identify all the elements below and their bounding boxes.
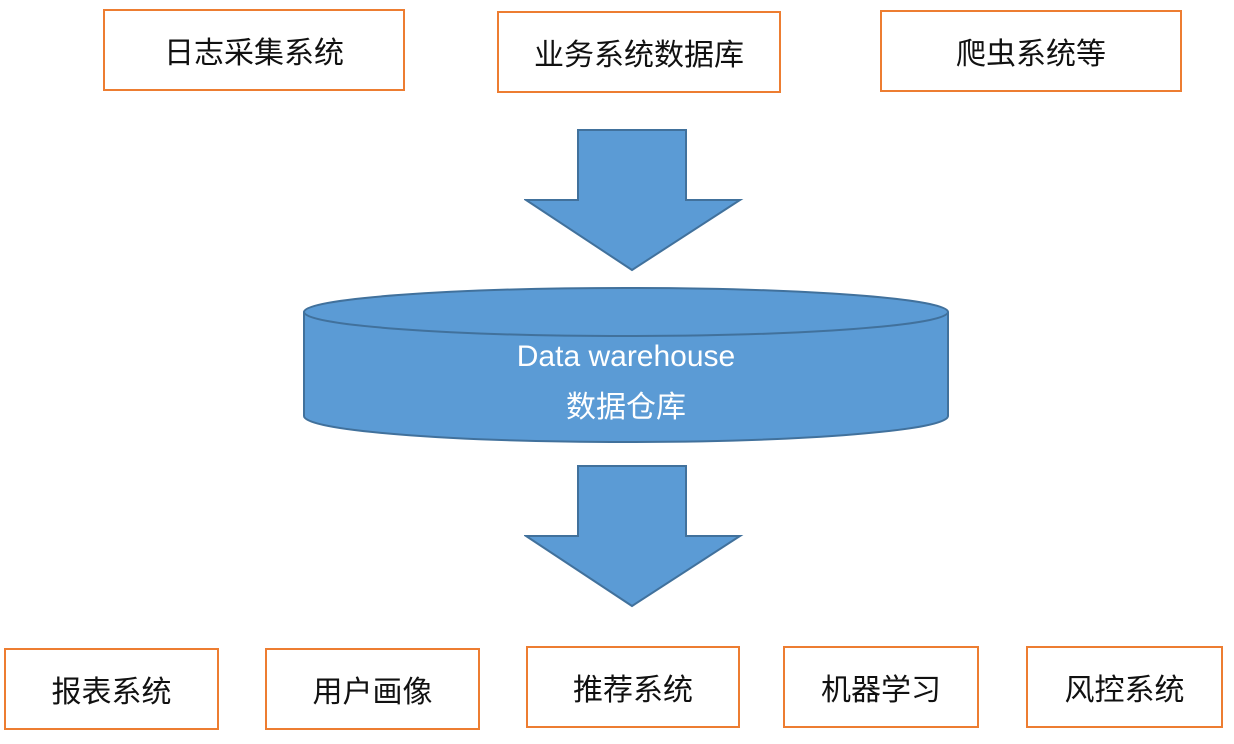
warehouse-title-en: Data warehouse (516, 340, 736, 373)
consumer-box-reporting: 报表系统 (4, 648, 219, 730)
consumer-box-machine-learning: 机器学习 (783, 646, 979, 728)
data-warehouse-cylinder-icon (303, 287, 949, 443)
down-arrow-icon-bottom (524, 465, 744, 608)
source-box-label: 业务系统数据库 (534, 38, 744, 73)
consumer-box-label: 报表系统 (51, 675, 172, 710)
source-box-crawler: 爬虫系统等 (880, 10, 1182, 92)
warehouse-title-zh: 数据仓库 (566, 390, 686, 425)
source-box-business-db: 业务系统数据库 (497, 11, 781, 93)
down-arrow-icon-top (524, 129, 744, 272)
consumer-box-label: 风控系统 (1064, 673, 1185, 708)
source-box-label: 日志采集系统 (164, 36, 344, 71)
consumer-box-risk-control: 风控系统 (1026, 646, 1223, 728)
consumer-box-label: 机器学习 (821, 673, 941, 708)
consumer-box-label: 推荐系统 (573, 673, 693, 708)
consumer-box-label: 用户画像 (312, 675, 433, 710)
source-box-log-collection: 日志采集系统 (103, 9, 405, 91)
consumer-box-recommendation: 推荐系统 (526, 646, 740, 728)
consumer-box-user-profile: 用户画像 (265, 648, 480, 730)
source-box-label: 爬虫系统等 (956, 37, 1106, 72)
